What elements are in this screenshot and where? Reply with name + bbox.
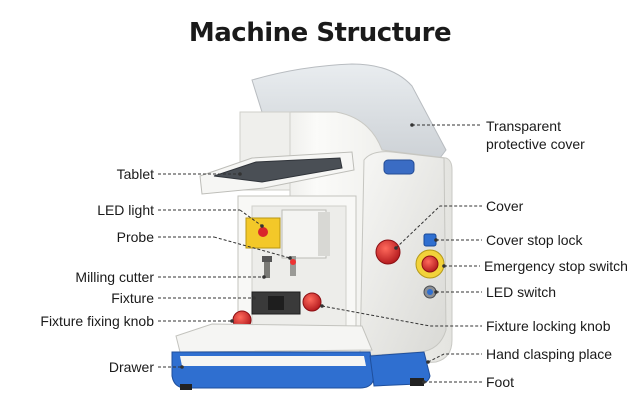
foot: [410, 378, 424, 386]
indicator-window: [383, 159, 415, 175]
label-emergency-stop-switch: Emergency stop switch: [484, 258, 628, 274]
probe: [290, 256, 296, 276]
label-hand-clasping-place: Hand clasping place: [486, 346, 613, 362]
label-milling-cutter: Milling cutter: [75, 269, 154, 285]
label-fixture-fixing-knob: Fixture fixing knob: [40, 313, 154, 329]
label-transparent-protective-cover-line1: Transparent: [486, 118, 561, 134]
cover-knob: [375, 239, 401, 265]
fixture-locking-knob: [302, 292, 322, 312]
label-fixture: Fixture: [111, 290, 154, 306]
label-transparent-protective-cover-line2: protective cover: [486, 136, 585, 152]
label-probe: Probe: [116, 229, 154, 245]
drawer-tray: [175, 323, 373, 353]
label-cover-stop-lock: Cover stop lock: [486, 232, 583, 248]
leader-lines: [158, 124, 482, 383]
cover: [359, 151, 447, 357]
diagram-title: Machine Structure: [188, 18, 452, 48]
label-foot: Foot: [486, 374, 515, 390]
label-cover: Cover: [486, 198, 524, 214]
milling-cutter: [264, 258, 270, 278]
label-led-switch: LED switch: [486, 284, 557, 300]
label-tablet: Tablet: [116, 166, 154, 182]
label-drawer: Drawer: [108, 359, 154, 375]
label-fixture-locking-knob: Fixture locking knob: [486, 318, 611, 334]
label-led-light: LED light: [97, 202, 154, 218]
